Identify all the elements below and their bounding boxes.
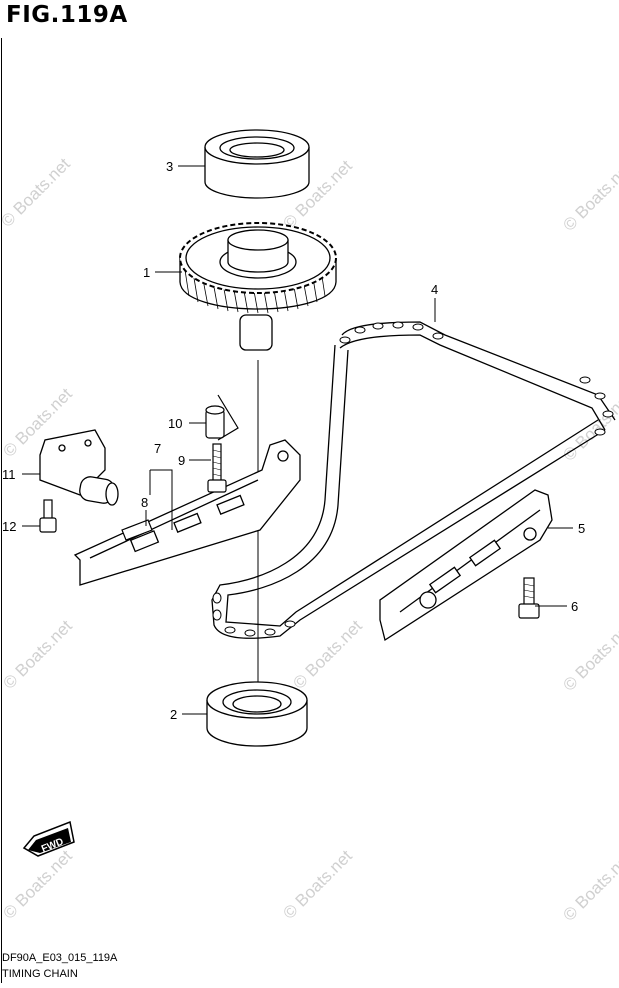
callout-6: 6 (571, 599, 578, 614)
bearing-upper (204, 129, 310, 199)
leader-lines (22, 165, 573, 715)
bolt-lower-right (518, 577, 540, 619)
callout-9: 9 (178, 453, 185, 468)
callout-2: 2 (170, 707, 177, 722)
left-border-line (1, 38, 2, 983)
guide-pad (121, 519, 153, 541)
timing-chain (211, 321, 616, 639)
callout-1: 1 (143, 265, 150, 280)
forward-direction-badge: FWD (22, 820, 75, 857)
watermark: © Boats.net (559, 848, 619, 925)
callout-12: 12 (2, 519, 16, 534)
chain-guide (73, 439, 301, 586)
watermark: © Boats.net (559, 158, 619, 235)
timing-gear (179, 222, 337, 351)
callout-8: 8 (141, 495, 148, 510)
watermark: © Boats.net (279, 846, 356, 923)
callout-4: 4 (431, 282, 438, 297)
chain-tensioner (39, 429, 119, 506)
callout-labels: 1 2 3 4 5 6 7 8 9 10 11 12 (2, 159, 585, 722)
dowel-pin (205, 394, 239, 441)
bolt-lower-left (39, 499, 57, 533)
callout-7: 7 (154, 441, 161, 456)
watermark: © Boats.net (0, 846, 76, 923)
watermark: © Boats.net (0, 154, 74, 231)
tensioner-guide (379, 489, 553, 642)
bearing-lower (206, 681, 308, 747)
figure-code: DF90A_E03_015_119A (2, 952, 118, 964)
callout-5: 5 (578, 521, 585, 536)
figure-name: TIMING CHAIN (2, 968, 78, 980)
callout-11: 11 (2, 467, 16, 482)
figure-title: FIG.119A (6, 2, 128, 28)
bolt-upper (207, 443, 227, 493)
callout-10: 10 (168, 416, 182, 431)
watermark: © Boats.net (559, 618, 619, 695)
watermark: © Boats.net (0, 616, 76, 693)
watermark: © Boats.net (289, 616, 366, 693)
callout-3: 3 (166, 159, 173, 174)
